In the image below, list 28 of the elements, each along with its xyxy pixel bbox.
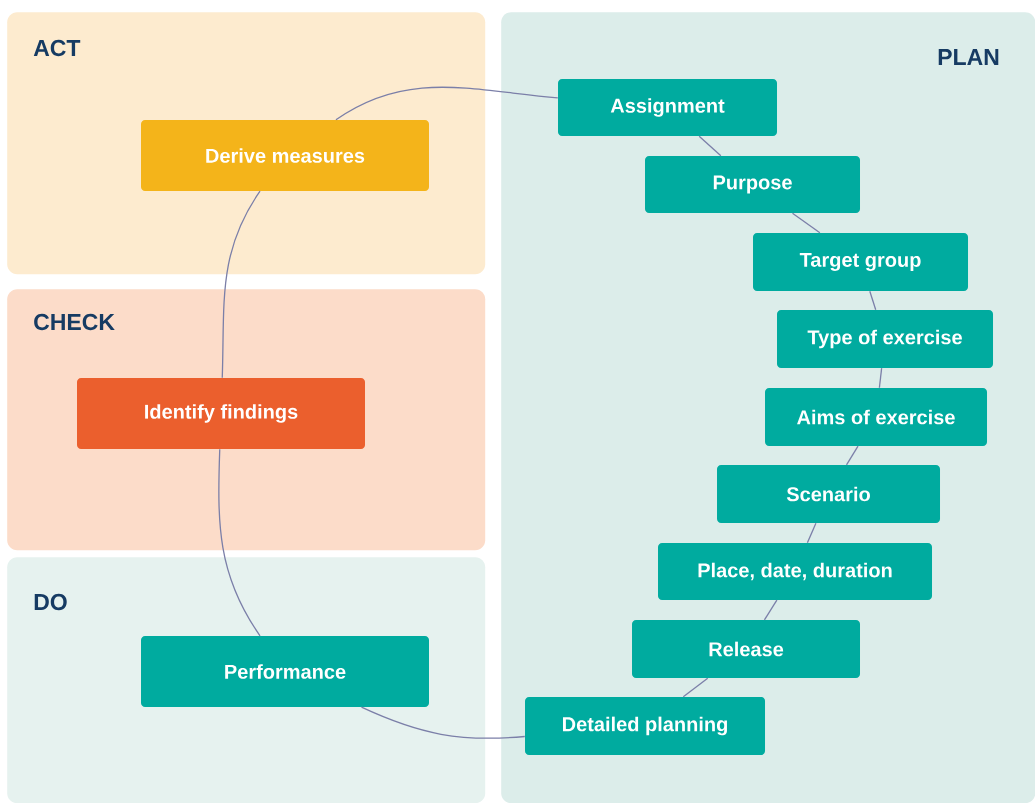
step-box: Scenario [717, 465, 940, 523]
connector-line [763, 599, 778, 621]
band-heading: ACT [33, 39, 81, 57]
connector-line [791, 212, 821, 234]
connector-line [682, 677, 709, 698]
band-heading: DO [34, 593, 67, 611]
connector-line [218, 448, 261, 637]
band-heading: PLAN [938, 49, 999, 65]
band-heading: CHECK [34, 313, 115, 331]
connector-line [845, 445, 859, 466]
step-box: Performance [141, 636, 429, 707]
step-box: Purpose [645, 156, 860, 213]
connector-line [806, 522, 817, 544]
step-box: Assignment [558, 79, 777, 136]
connector-line [869, 290, 877, 311]
connector-line [878, 367, 883, 389]
step-box: Type of exercise [777, 310, 993, 368]
step-box: Target group [753, 233, 968, 291]
connector-line [335, 86, 559, 121]
step-box: Place, date, duration [658, 543, 932, 600]
connector-line [698, 135, 722, 157]
connector-line [360, 706, 526, 739]
step-box: Detailed planning [525, 697, 765, 755]
step-box: Release [632, 620, 860, 678]
connector-line [221, 190, 261, 379]
step-box: Derive measures [141, 120, 429, 191]
step-box: Identify findings [77, 378, 365, 449]
step-box: Aims of exercise [765, 388, 987, 446]
